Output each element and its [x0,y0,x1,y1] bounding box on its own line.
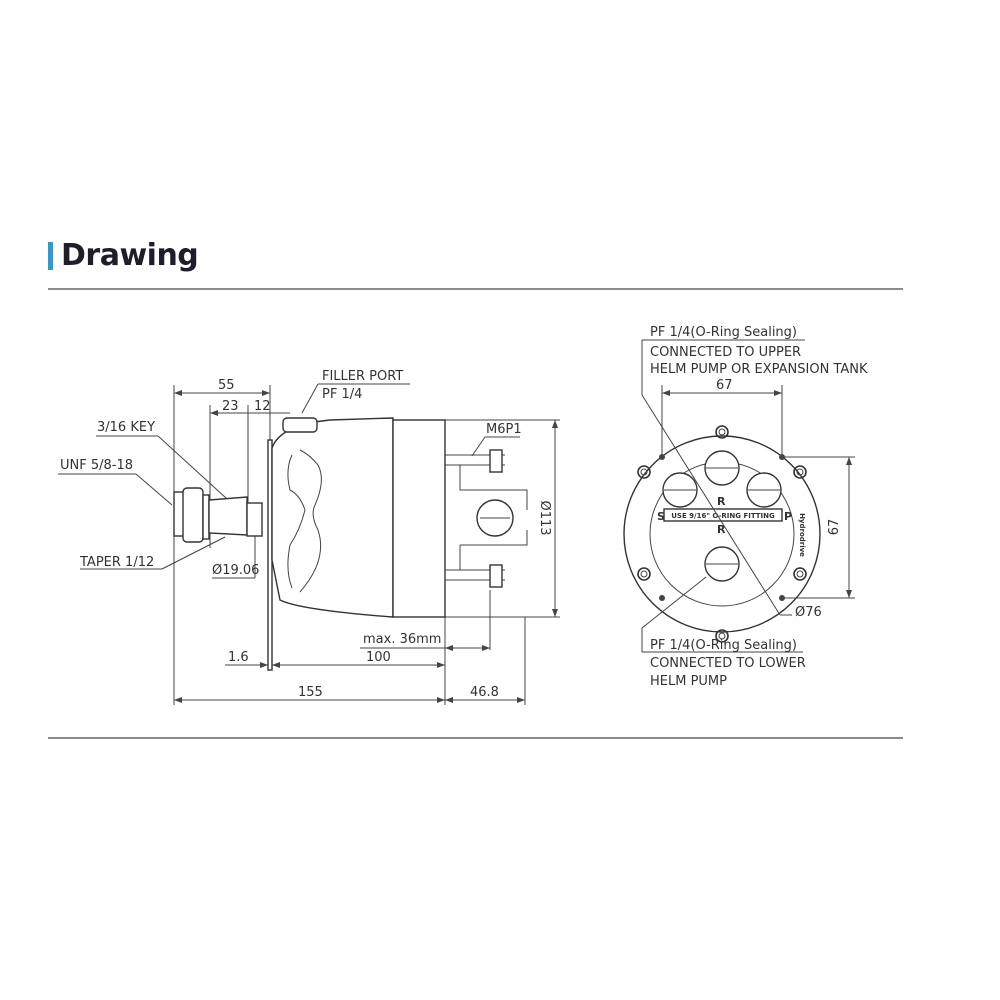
dim-max-36mm: max. 36mm [363,632,441,647]
upper-port-desc-2: HELM PUMP OR EXPANSION TANK [650,362,868,377]
section-title: Drawing [61,238,199,273]
dim-dia-113: Ø113 [537,500,552,535]
key-label: 3/16 KEY [97,420,155,435]
dim-dia-19-06: Ø19.06 [212,563,259,578]
dim-12: 12 [254,399,271,414]
port-r-top-label: R [717,495,726,508]
dim-1-6: 1.6 [228,650,249,665]
brand-mark: Hydrodrive [798,513,806,557]
ports [662,450,782,582]
filler-port-size: PF 1/4 [322,387,362,402]
dim-55: 55 [218,378,235,393]
helm-body [271,417,394,618]
side-view: 55 23 12 Ø113 max. 36mm 1.6 100 155 46.8… [58,369,560,705]
front-view: USE 9/16" O-RING FITTING S P R R Hydrodr… [623,325,868,689]
tapered-shaft [208,496,248,536]
top-divider [48,288,903,290]
lower-port-spec: PF 1/4(O-Ring Sealing) [650,638,797,653]
dim-46-8: 46.8 [470,685,499,700]
section-header: Drawing [48,238,199,273]
dim-23: 23 [222,399,239,414]
port-r-bottom-label: R [717,523,726,536]
dim-67-vertical: 67 [827,519,842,536]
port-p-label: P [784,510,792,523]
lower-port-desc-2: HELM PUMP [650,674,727,689]
dim-67-horizontal: 67 [716,378,733,393]
helm-cylinder [392,419,446,618]
fitting-plate [663,508,783,522]
lower-port-desc-1: CONNECTED TO LOWER [650,656,806,671]
unf-label: UNF 5/8-18 [60,458,133,473]
filler-port-cap [282,417,318,433]
dim-100: 100 [366,650,391,665]
mounting-holes [637,425,807,643]
bottom-divider [48,737,903,739]
dim-dia-76: Ø76 [795,605,822,620]
m6p1-label: M6P1 [486,422,522,437]
plate-text: USE 9/16" O-RING FITTING [671,512,775,520]
upper-port-desc-1: CONNECTED TO UPPER [650,345,801,360]
accent-bar [48,241,53,270]
taper-label: TAPER 1/12 [79,555,154,570]
filler-port-label: FILLER PORT [322,369,403,384]
port-s-label: S [657,510,665,523]
dim-155: 155 [298,685,323,700]
upper-port-spec: PF 1/4(O-Ring Sealing) [650,325,797,340]
